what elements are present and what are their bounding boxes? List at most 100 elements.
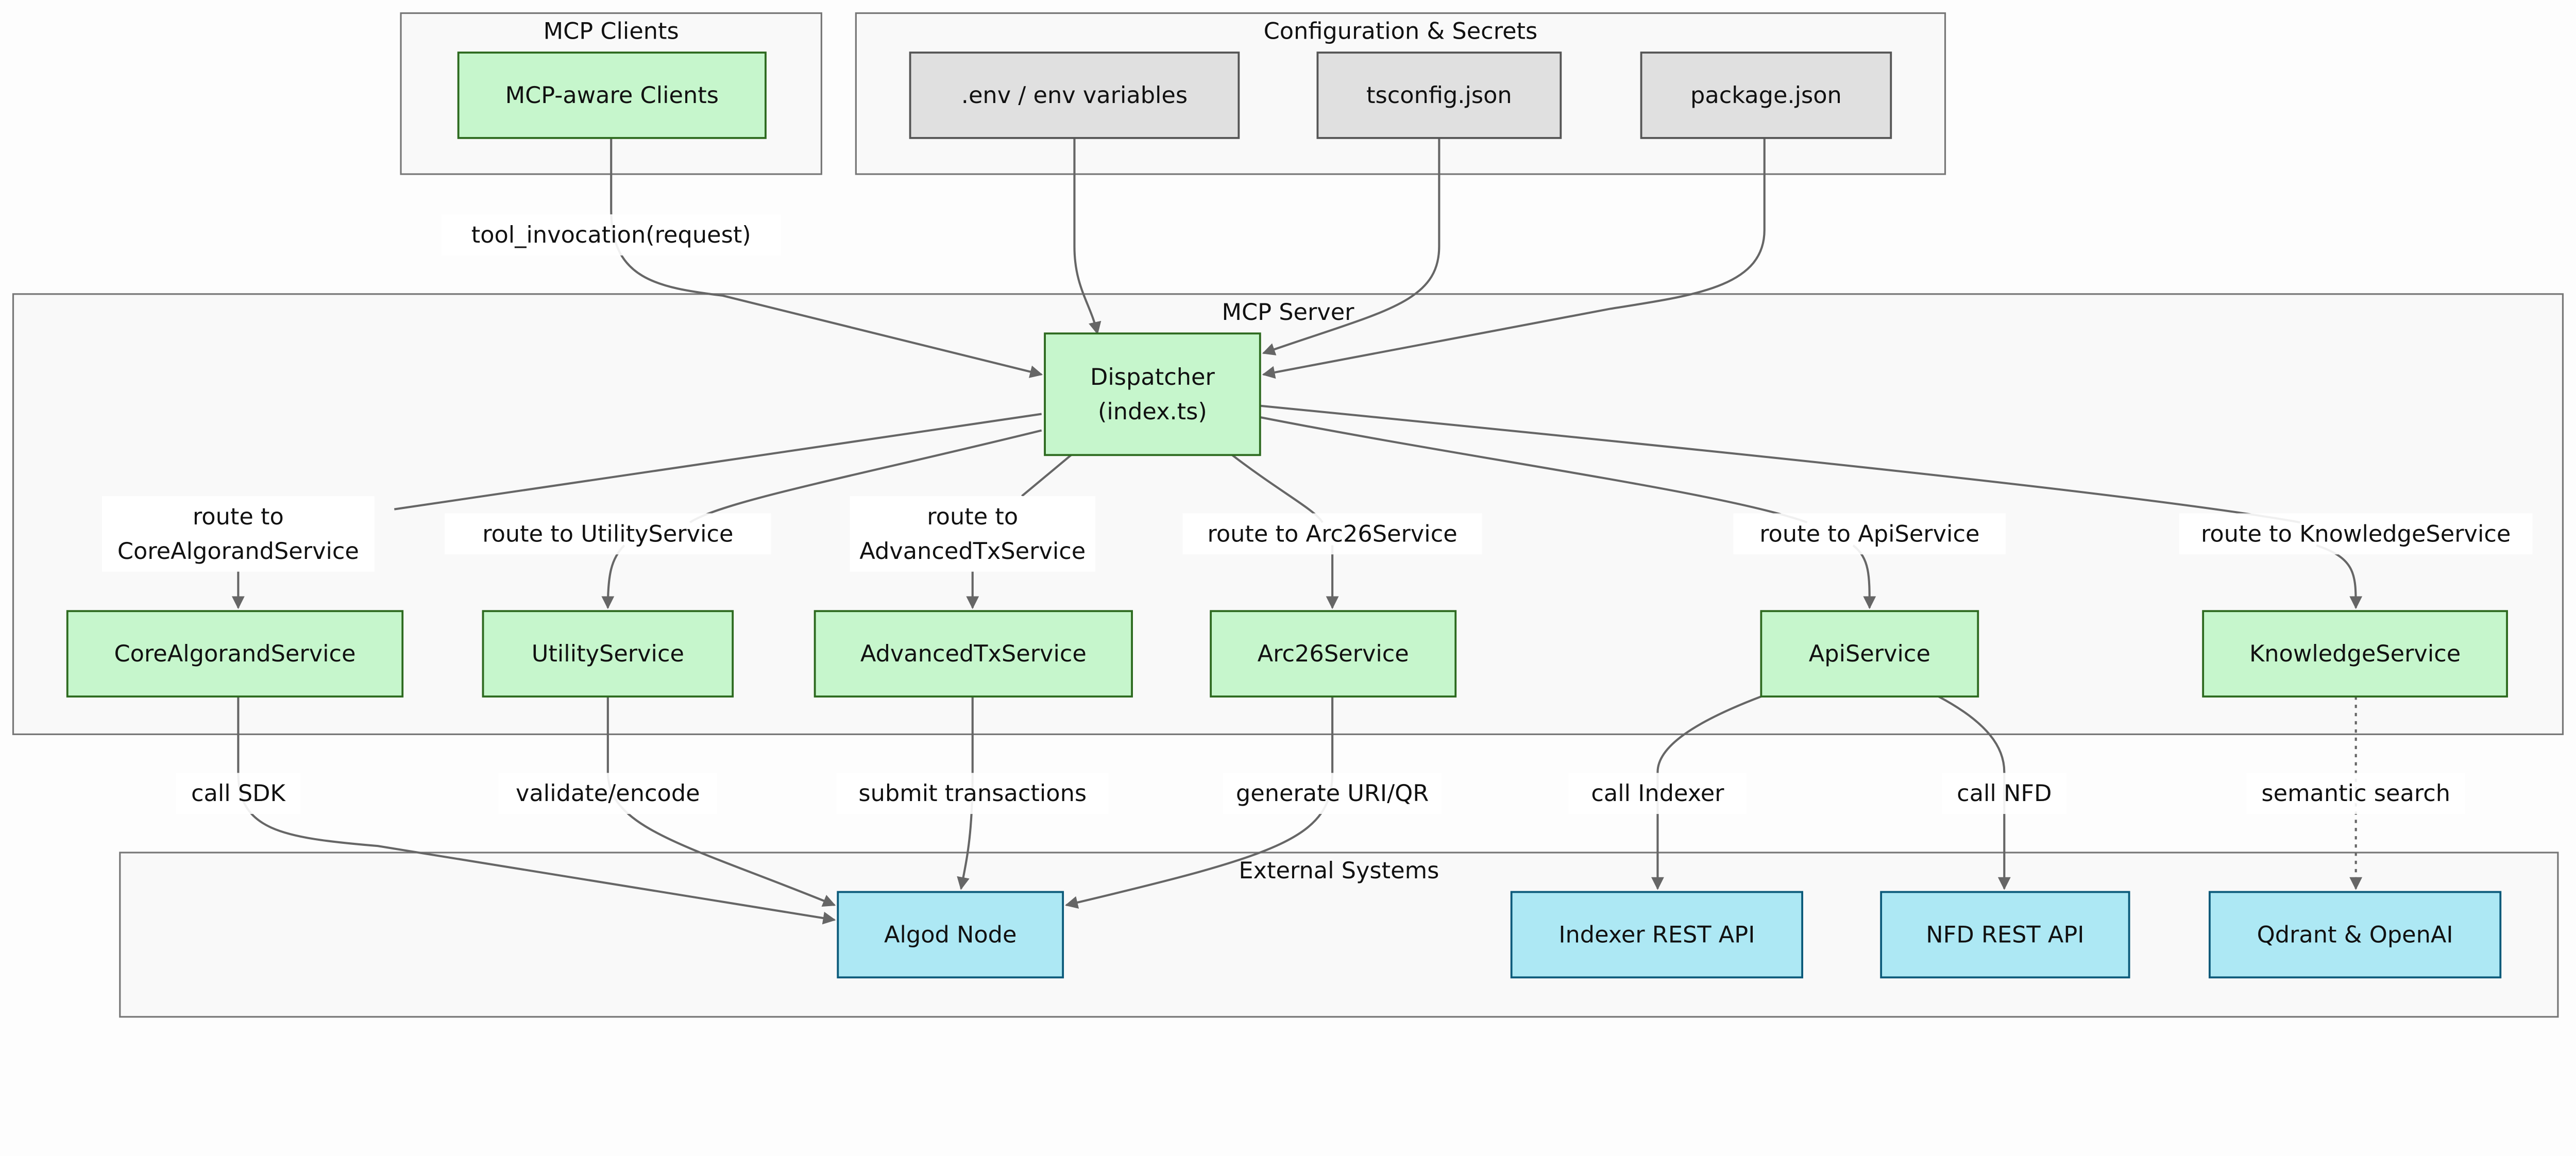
node-label: (index.ts) <box>1098 398 1207 425</box>
edge-api-nfd <box>1938 695 2011 890</box>
edge-label-background <box>836 773 1109 814</box>
node-label: tsconfig.json <box>1366 82 1512 109</box>
node-label: Dispatcher <box>1090 364 1215 390</box>
node-pkg[interactable]: package.json <box>1640 52 1892 139</box>
node-label: KnowledgeService <box>2249 640 2461 667</box>
edge-label-api-nfd: call NFD <box>1942 773 2066 814</box>
node-box[interactable] <box>2202 610 2508 698</box>
edge-label-api-indexer: call Indexer <box>1568 773 1747 814</box>
edge-label-to-core: route to CoreAlgorandService <box>102 496 375 572</box>
node-box[interactable] <box>1044 332 1261 456</box>
node-env[interactable]: .env / env variables <box>909 52 1240 139</box>
group-external: External Systems <box>119 852 2559 1018</box>
edge-label-background <box>102 496 375 572</box>
node-box[interactable] <box>1210 610 1457 698</box>
edge-label-core-algod: call SDK <box>176 773 300 814</box>
edge-label-advtx-algod: submit transactions <box>836 773 1109 814</box>
node-algod[interactable]: Algod Node <box>837 891 1064 979</box>
node-utility[interactable]: UtilityService <box>482 610 734 698</box>
node-label: UtilityService <box>532 640 684 667</box>
node-label: ApiService <box>1809 640 1930 667</box>
group-title: Configuration & Secrets <box>1264 18 1538 45</box>
edge-label-to-knowledge: route to KnowledgeService <box>2179 513 2533 555</box>
edge-label-background <box>2246 773 2465 814</box>
edge-label-text: semantic search <box>2261 780 2450 807</box>
node-label: Arc26Service <box>1258 640 1409 667</box>
edge-label-background <box>176 773 300 814</box>
edge-label-to-api: route to ApiService <box>1733 513 2006 555</box>
node-box[interactable] <box>457 52 767 139</box>
node-qdrant[interactable]: Qdrant & OpenAI <box>2208 891 2502 979</box>
edge-label-background <box>850 496 1095 572</box>
node-arc26[interactable]: Arc26Service <box>1210 610 1457 698</box>
group-title: MCP Clients <box>544 18 679 45</box>
node-advtx[interactable]: AdvancedTxService <box>814 610 1133 698</box>
node-box[interactable] <box>1640 52 1892 139</box>
edge-label-text: tool_invocation(request) <box>471 222 751 248</box>
edge-labels-layer: tool_invocation(request)route to CoreAlgo… <box>102 214 2533 814</box>
edge-label-text: submit transactions <box>858 780 1087 807</box>
edge-label-text: call NFD <box>1957 780 2052 807</box>
node-core[interactable]: CoreAlgorandService <box>66 610 404 698</box>
edge-label-text: validate/encode <box>516 780 700 807</box>
edge-pkg-dispatcher <box>1262 138 1766 379</box>
edge-label-text: route to UtilityService <box>482 520 733 547</box>
edge-label-background <box>1568 773 1747 814</box>
node-api[interactable]: ApiService <box>1760 610 1979 698</box>
edge-label-to-utility: route to UtilityService <box>445 513 771 555</box>
edge-api-indexer <box>1651 695 1762 890</box>
edge-label-text: route to <box>193 503 284 530</box>
node-label: AdvancedTxService <box>860 640 1087 667</box>
edge-label-text: CoreAlgorandService <box>117 538 359 565</box>
node-tsconfig[interactable]: tsconfig.json <box>1316 52 1562 139</box>
edge-label-text: route to ApiService <box>1759 520 1979 547</box>
node-box[interactable] <box>1760 610 1979 698</box>
edge-to-knowledge <box>1260 404 2300 524</box>
node-label: NFD REST API <box>1926 921 2084 948</box>
edge-label-background <box>1942 773 2066 814</box>
edge-label-text: route to <box>927 503 1018 530</box>
edge-label-to-advtx: route to AdvancedTxService <box>850 496 1095 572</box>
node-box[interactable] <box>837 891 1064 979</box>
edge-label-background <box>498 773 717 814</box>
node-indexer[interactable]: Indexer REST API <box>1510 891 1803 979</box>
group-title: MCP Server <box>1222 299 1354 326</box>
node-box[interactable] <box>482 610 734 698</box>
node-box[interactable] <box>1316 52 1562 139</box>
edge-label-text: AdvancedTxService <box>859 538 1086 565</box>
edge-tsconfig-dispatcher <box>1262 138 1440 355</box>
node-label: CoreAlgorandService <box>114 640 355 667</box>
node-clients[interactable]: MCP-aware Clients <box>457 52 767 139</box>
node-box[interactable] <box>66 610 404 698</box>
node-box[interactable] <box>814 610 1133 698</box>
node-label: Indexer REST API <box>1558 921 1755 948</box>
node-box[interactable] <box>2208 891 2502 979</box>
edge-label-text: generate URI/QR <box>1236 780 1429 807</box>
edge-label-background <box>2179 513 2533 555</box>
node-knowledge[interactable]: KnowledgeService <box>2202 610 2508 698</box>
node-nfd[interactable]: NFD REST API <box>1880 891 2130 979</box>
node-label: .env / env variables <box>961 82 1188 109</box>
edge-label-background <box>441 214 781 256</box>
edge-label-text: route to Arc26Service <box>1207 520 1457 547</box>
node-box[interactable] <box>909 52 1240 139</box>
edge-to-advtx <box>1021 454 1072 497</box>
edge-to-utility <box>689 429 1042 523</box>
edge-label-text: call Indexer <box>1591 780 1724 807</box>
edge-to-core <box>394 413 1042 511</box>
edge-env-dispatcher <box>1073 138 1101 335</box>
node-label: MCP-aware Clients <box>505 82 719 109</box>
edge-label-background <box>1733 513 2006 555</box>
edge-label-background <box>1223 773 1442 814</box>
node-label: Algod Node <box>884 921 1017 948</box>
edge-label-arc26-algod: generate URI/QR <box>1223 773 1442 814</box>
edge-label-clients-dispatcher: tool_invocation(request) <box>441 214 781 256</box>
node-label: package.json <box>1690 82 1842 109</box>
edge-label-background <box>1182 513 1482 555</box>
nodes-layer: MCP-aware Clients .env / env variables tsc… <box>66 52 2508 979</box>
node-box[interactable] <box>1510 891 1803 979</box>
edge-label-knowledge-qdrant: semantic search <box>2246 773 2465 814</box>
node-box[interactable] <box>1880 891 2130 979</box>
group-frame <box>119 852 2559 1018</box>
node-dispatcher[interactable]: Dispatcher (index.ts) <box>1044 332 1261 456</box>
